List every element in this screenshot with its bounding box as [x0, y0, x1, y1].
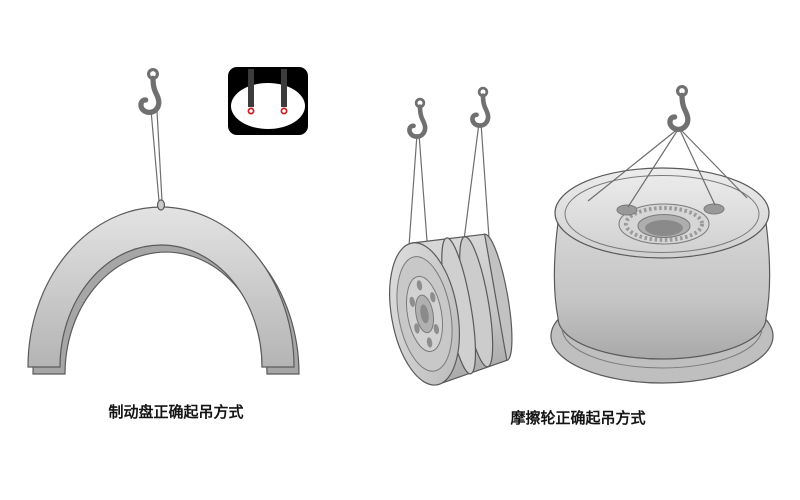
- wire-rope: [150, 109, 163, 202]
- inset-red-hook-marker: [247, 107, 255, 115]
- lifting-hole-right: [703, 203, 725, 215]
- inset-pin-right: [281, 69, 287, 107]
- drum-top-rim-ring: [564, 175, 760, 253]
- brake-disc-figure: [27, 67, 308, 375]
- crane-hook-icon: [141, 70, 159, 113]
- wire-rope-sling: [587, 127, 748, 208]
- friction-wheel-figure: [389, 88, 513, 386]
- brake-disc-half-ring: [27, 206, 295, 368]
- bearing-ring: [624, 206, 704, 242]
- friction-wheel-caption: 摩擦轮正确起吊方式: [510, 410, 646, 427]
- hub-bore-hole: [645, 220, 683, 236]
- wire-rope-right-sling: [463, 122, 490, 241]
- wire-rope-left-sling: [408, 133, 428, 247]
- crane-hook-icon: [409, 99, 425, 136]
- inset-groove-section: [231, 83, 305, 129]
- friction-wheel-rim: [389, 233, 513, 386]
- lifting-hole-left: [616, 204, 638, 216]
- rope-shackle: [156, 199, 166, 211]
- drum-lip-line: [561, 327, 763, 369]
- crane-hook-icon: [670, 87, 688, 130]
- drum-wheel-figure: [550, 87, 774, 384]
- crane-hook-icon: [472, 88, 488, 125]
- inset-pin-left: [248, 69, 254, 107]
- inset-red-hook-marker: [280, 107, 288, 115]
- brake-disc-caption: 制动盘正确起吊方式: [108, 404, 244, 421]
- wheel-hub-bore: [420, 304, 429, 324]
- groove-detail-inset: [228, 67, 308, 135]
- bolt-holes: [409, 280, 440, 348]
